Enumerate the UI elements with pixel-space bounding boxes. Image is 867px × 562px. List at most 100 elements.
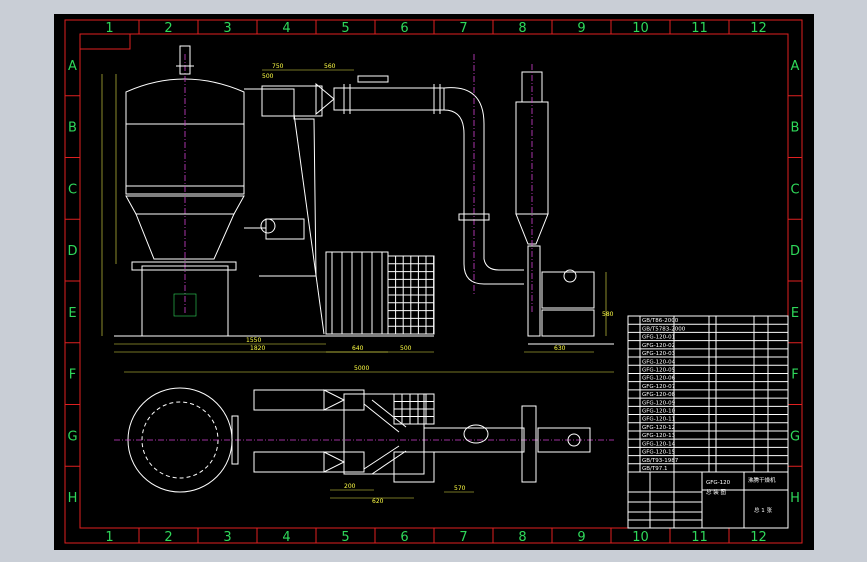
part-code: GFG-120-15	[642, 450, 676, 456]
part-code: GFG-120-10	[642, 409, 676, 415]
dim-750: 750	[272, 63, 284, 70]
elevation-view	[114, 45, 614, 345]
part-code: GFG-120-03	[642, 351, 676, 357]
column-label-top: 7	[459, 21, 467, 36]
column-label-top: 5	[341, 21, 349, 36]
corner-stamp	[80, 34, 131, 50]
column-label-bottom: 3	[223, 530, 231, 545]
row-label-right: E	[791, 306, 799, 321]
title-block	[627, 471, 789, 529]
plan-duct-lower	[253, 451, 365, 473]
column-label-top: 10	[632, 21, 649, 36]
row-label-left: F	[69, 368, 76, 383]
top-motor	[179, 45, 191, 75]
row-label-right: B	[791, 121, 800, 136]
column-label-bottom: 2	[164, 530, 172, 545]
column-label-top: 12	[750, 21, 767, 36]
part-code: GFG-120-07	[642, 384, 676, 390]
row-label-right: C	[790, 182, 799, 197]
dryer-vessel-body	[125, 78, 245, 195]
column-label-top: 3	[223, 21, 231, 36]
dim-570: 570	[454, 485, 466, 492]
drawing-name: GFG-120	[706, 480, 731, 486]
row-label-left: G	[67, 429, 77, 444]
row-label-left: C	[68, 182, 77, 197]
vessel-cone	[135, 213, 235, 260]
riser-pipe	[443, 87, 485, 234]
plan-dimensions	[330, 489, 474, 499]
dim-1550: 1550	[246, 337, 261, 344]
drive-motor	[265, 218, 305, 240]
plan-duct-upper	[253, 389, 365, 411]
column-label-top: 6	[400, 21, 408, 36]
column-label-top: 4	[282, 21, 290, 36]
dim-500: 500	[262, 73, 274, 80]
sheet-info: 总 1 张	[754, 506, 772, 514]
part-code: GFG-120-09	[642, 400, 676, 406]
row-label-right: H	[790, 491, 800, 506]
part-code: GFG-120-05	[642, 367, 676, 373]
part-code: GFG-120-02	[642, 343, 675, 349]
row-label-left: B	[68, 121, 77, 136]
column-label-top: 9	[577, 21, 585, 36]
column-label-bottom: 1	[105, 530, 113, 545]
column-label-bottom: 9	[577, 530, 585, 545]
column-label-bottom: 10	[632, 530, 649, 545]
plan-fan	[537, 427, 591, 453]
part-code: GB/T93-1987	[642, 458, 679, 464]
row-label-left: H	[68, 491, 78, 506]
column-label-top: 1	[105, 21, 113, 36]
column-label-bottom: 6	[400, 530, 408, 545]
column-label-top: 8	[518, 21, 526, 36]
column-label-bottom: 12	[750, 530, 767, 545]
parts-list: GB/T86-2000GB/T5783-2000GFG-120-01GFG-12…	[627, 315, 789, 473]
part-code: GB/T5783-2000	[642, 326, 686, 332]
row-label-left: D	[67, 244, 77, 259]
part-code: GB/T86-2000	[642, 318, 679, 324]
dim-630: 630	[554, 345, 566, 352]
row-ticks	[65, 95, 802, 467]
row-labels-right: A B C D E F G H	[790, 59, 800, 506]
part-code: GFG-120-12	[642, 425, 675, 431]
part-code: GFG-120-14	[642, 441, 676, 447]
dim-500b: 500	[400, 345, 412, 352]
dim-620: 620	[372, 498, 384, 505]
dim-1820: 1820	[250, 345, 265, 352]
plan-outlet-duct	[423, 427, 525, 453]
dim-640: 640	[352, 345, 364, 352]
row-label-left: E	[68, 306, 76, 321]
column-label-bottom: 5	[341, 530, 349, 545]
dim-580: 580	[602, 311, 614, 318]
column-label-top: 2	[164, 21, 172, 36]
dim-560: 560	[324, 63, 336, 70]
part-code: GB/T97.1	[642, 466, 668, 472]
part-code: GFG-120-04	[642, 359, 676, 365]
column-label-bottom: 11	[691, 530, 708, 545]
part-code: GFG-120-11	[642, 417, 675, 423]
row-label-right: F	[791, 368, 798, 383]
part-code: GFG-120-06	[642, 376, 676, 382]
elevation-dimensions	[101, 69, 614, 373]
row-label-right: D	[790, 244, 800, 259]
column-label-top: 11	[691, 21, 708, 36]
dim-5000: 5000	[354, 365, 369, 372]
part-code: GFG-120-01	[642, 335, 675, 341]
drawing-subtitle: 总 装 图	[706, 488, 726, 496]
part-code: GFG-120-08	[642, 392, 676, 398]
row-labels-left: A B C D E F G H	[67, 59, 77, 506]
plan-view	[114, 387, 614, 493]
exhaust-fan	[541, 271, 595, 309]
row-label-left: A	[68, 59, 77, 74]
row-label-right: A	[791, 59, 800, 74]
column-ticks	[138, 20, 730, 543]
company-name: 沸腾干燥机	[748, 476, 776, 484]
row-label-right: G	[790, 429, 800, 444]
exhaust-duct	[261, 85, 323, 117]
column-label-bottom: 7	[459, 530, 467, 545]
column-label-bottom: 4	[282, 530, 290, 545]
part-code: GFG-120-13	[642, 433, 676, 439]
